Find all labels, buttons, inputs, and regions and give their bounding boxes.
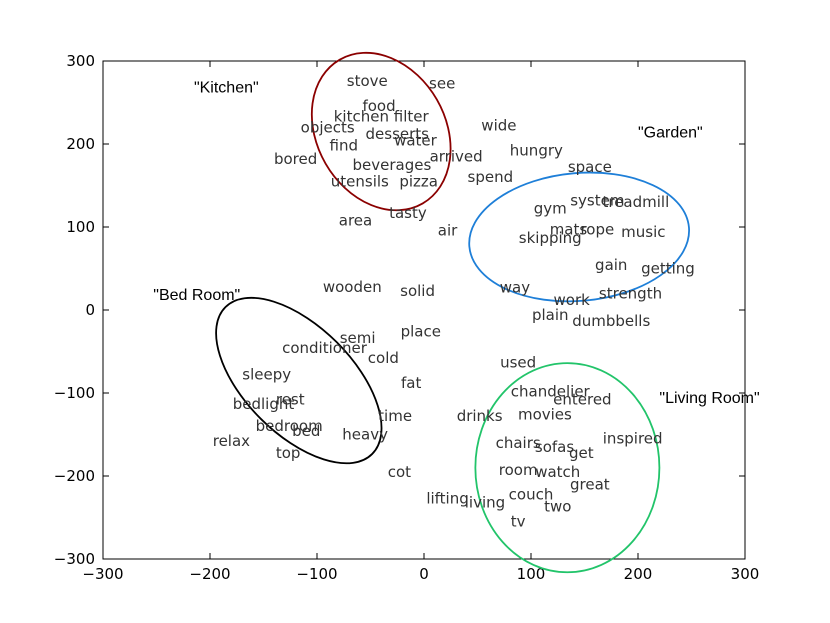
cluster-ellipse (468, 171, 690, 303)
y-tick-label: −200 (54, 467, 95, 485)
word-point: couch (509, 485, 554, 503)
cluster-ellipse (474, 362, 661, 574)
y-tick-label: 300 (66, 52, 95, 70)
word-point: inspired (603, 430, 663, 448)
cluster-ellipse (215, 296, 383, 465)
word-point: arrived (430, 147, 483, 165)
word-point: get (569, 444, 594, 462)
word-point: two (544, 498, 571, 516)
cluster-labels: "Kitchen" "Garden" "Bed Room" "Living Room" (153, 80, 759, 407)
word-point: rope (580, 220, 614, 238)
word-point: see (429, 74, 455, 92)
x-tick-label: 0 (419, 565, 429, 583)
word-point: relax (213, 432, 250, 450)
y-tick-label: 200 (66, 135, 95, 153)
y-tick-label: 0 (85, 301, 95, 319)
x-tick-label: 300 (731, 565, 760, 583)
word-point: living (465, 494, 505, 512)
word-point: food (362, 97, 395, 115)
word-point: bed (292, 422, 320, 440)
y-tick-label: 100 (66, 218, 95, 236)
word-point: skipping (519, 229, 582, 247)
word-point: tv (511, 513, 526, 531)
x-tick-label: 200 (624, 565, 653, 583)
word-point: getting (641, 260, 695, 278)
word-point: wide (481, 117, 516, 135)
word-point: kitchen filter (334, 108, 430, 126)
word-point: place (401, 323, 441, 341)
x-tick-label: 100 (517, 565, 546, 583)
word-point: space (568, 158, 612, 176)
word-point: utensils (331, 172, 389, 190)
word-point: plain (532, 306, 569, 324)
word-point: cot (388, 463, 411, 481)
word-point: mats (550, 220, 588, 238)
word-point: tasty (389, 204, 427, 222)
word-point: chandelier (511, 382, 591, 400)
word-point: music (621, 223, 665, 241)
word-point: strength (599, 284, 662, 302)
y-tick-label: −100 (54, 384, 95, 402)
word-point: spend (468, 168, 514, 186)
x-tick-label: −100 (296, 565, 337, 583)
word-point: conditioner (282, 339, 368, 357)
axis-ticks: −300 −200 −100 0 100 200 300 −300 −200 −100 0 100 20… (54, 52, 760, 583)
word-point: solid (400, 282, 435, 300)
word-point: heavy (342, 426, 388, 444)
word-point: stove (347, 72, 388, 90)
word-point: movies (518, 406, 572, 424)
x-tick-label: −200 (189, 565, 230, 583)
word-point: desserts (366, 125, 430, 143)
word-point: rest (276, 391, 305, 409)
word-point: objects (301, 118, 355, 136)
y-tick-label: −300 (54, 550, 95, 568)
word-point: hungry (510, 142, 563, 160)
word-point: bedlight (233, 395, 295, 413)
word-point: wooden (323, 278, 382, 296)
x-tick-label: −300 (82, 565, 123, 583)
cluster-ellipses (215, 51, 690, 574)
word-point: work (554, 291, 591, 309)
cluster-label: "Bed Room" (153, 287, 240, 304)
word-point: used (500, 353, 536, 371)
word-point: semi (340, 329, 376, 347)
word-point: bored (274, 150, 317, 168)
word-point: area (339, 211, 372, 229)
word-point: find (330, 137, 358, 155)
word-point: dumbbells (572, 312, 650, 330)
cluster-label: "Living Room" (659, 390, 759, 407)
cluster-label: "Garden" (638, 124, 703, 141)
word-point: treadmill (602, 193, 669, 211)
word-point: room (499, 461, 538, 479)
word-point: time (378, 407, 412, 425)
word-point: top (276, 444, 301, 462)
word-point: entered (553, 391, 611, 409)
word-point: air (438, 221, 458, 239)
word-point: system (570, 191, 624, 209)
word-point: gym (534, 200, 567, 218)
word-point: watch (535, 463, 580, 481)
word-point: gain (595, 256, 627, 274)
word-point: cold (368, 349, 399, 367)
word-point: chairs (496, 434, 541, 452)
word-point: fat (401, 374, 421, 392)
word-point: pizza (399, 172, 438, 190)
word-point: sleepy (242, 366, 291, 384)
word-point: way (500, 279, 530, 297)
word-point: drinks (457, 407, 503, 425)
word-point: sofas (535, 438, 574, 456)
word-point: lifting (426, 489, 468, 507)
word-point: great (570, 475, 610, 493)
word-point: water (394, 132, 438, 150)
cluster-label: "Kitchen" (194, 80, 259, 97)
cluster-ellipse (310, 51, 452, 212)
word-point: beverages (353, 156, 432, 174)
word-point: bedroom (256, 417, 323, 435)
